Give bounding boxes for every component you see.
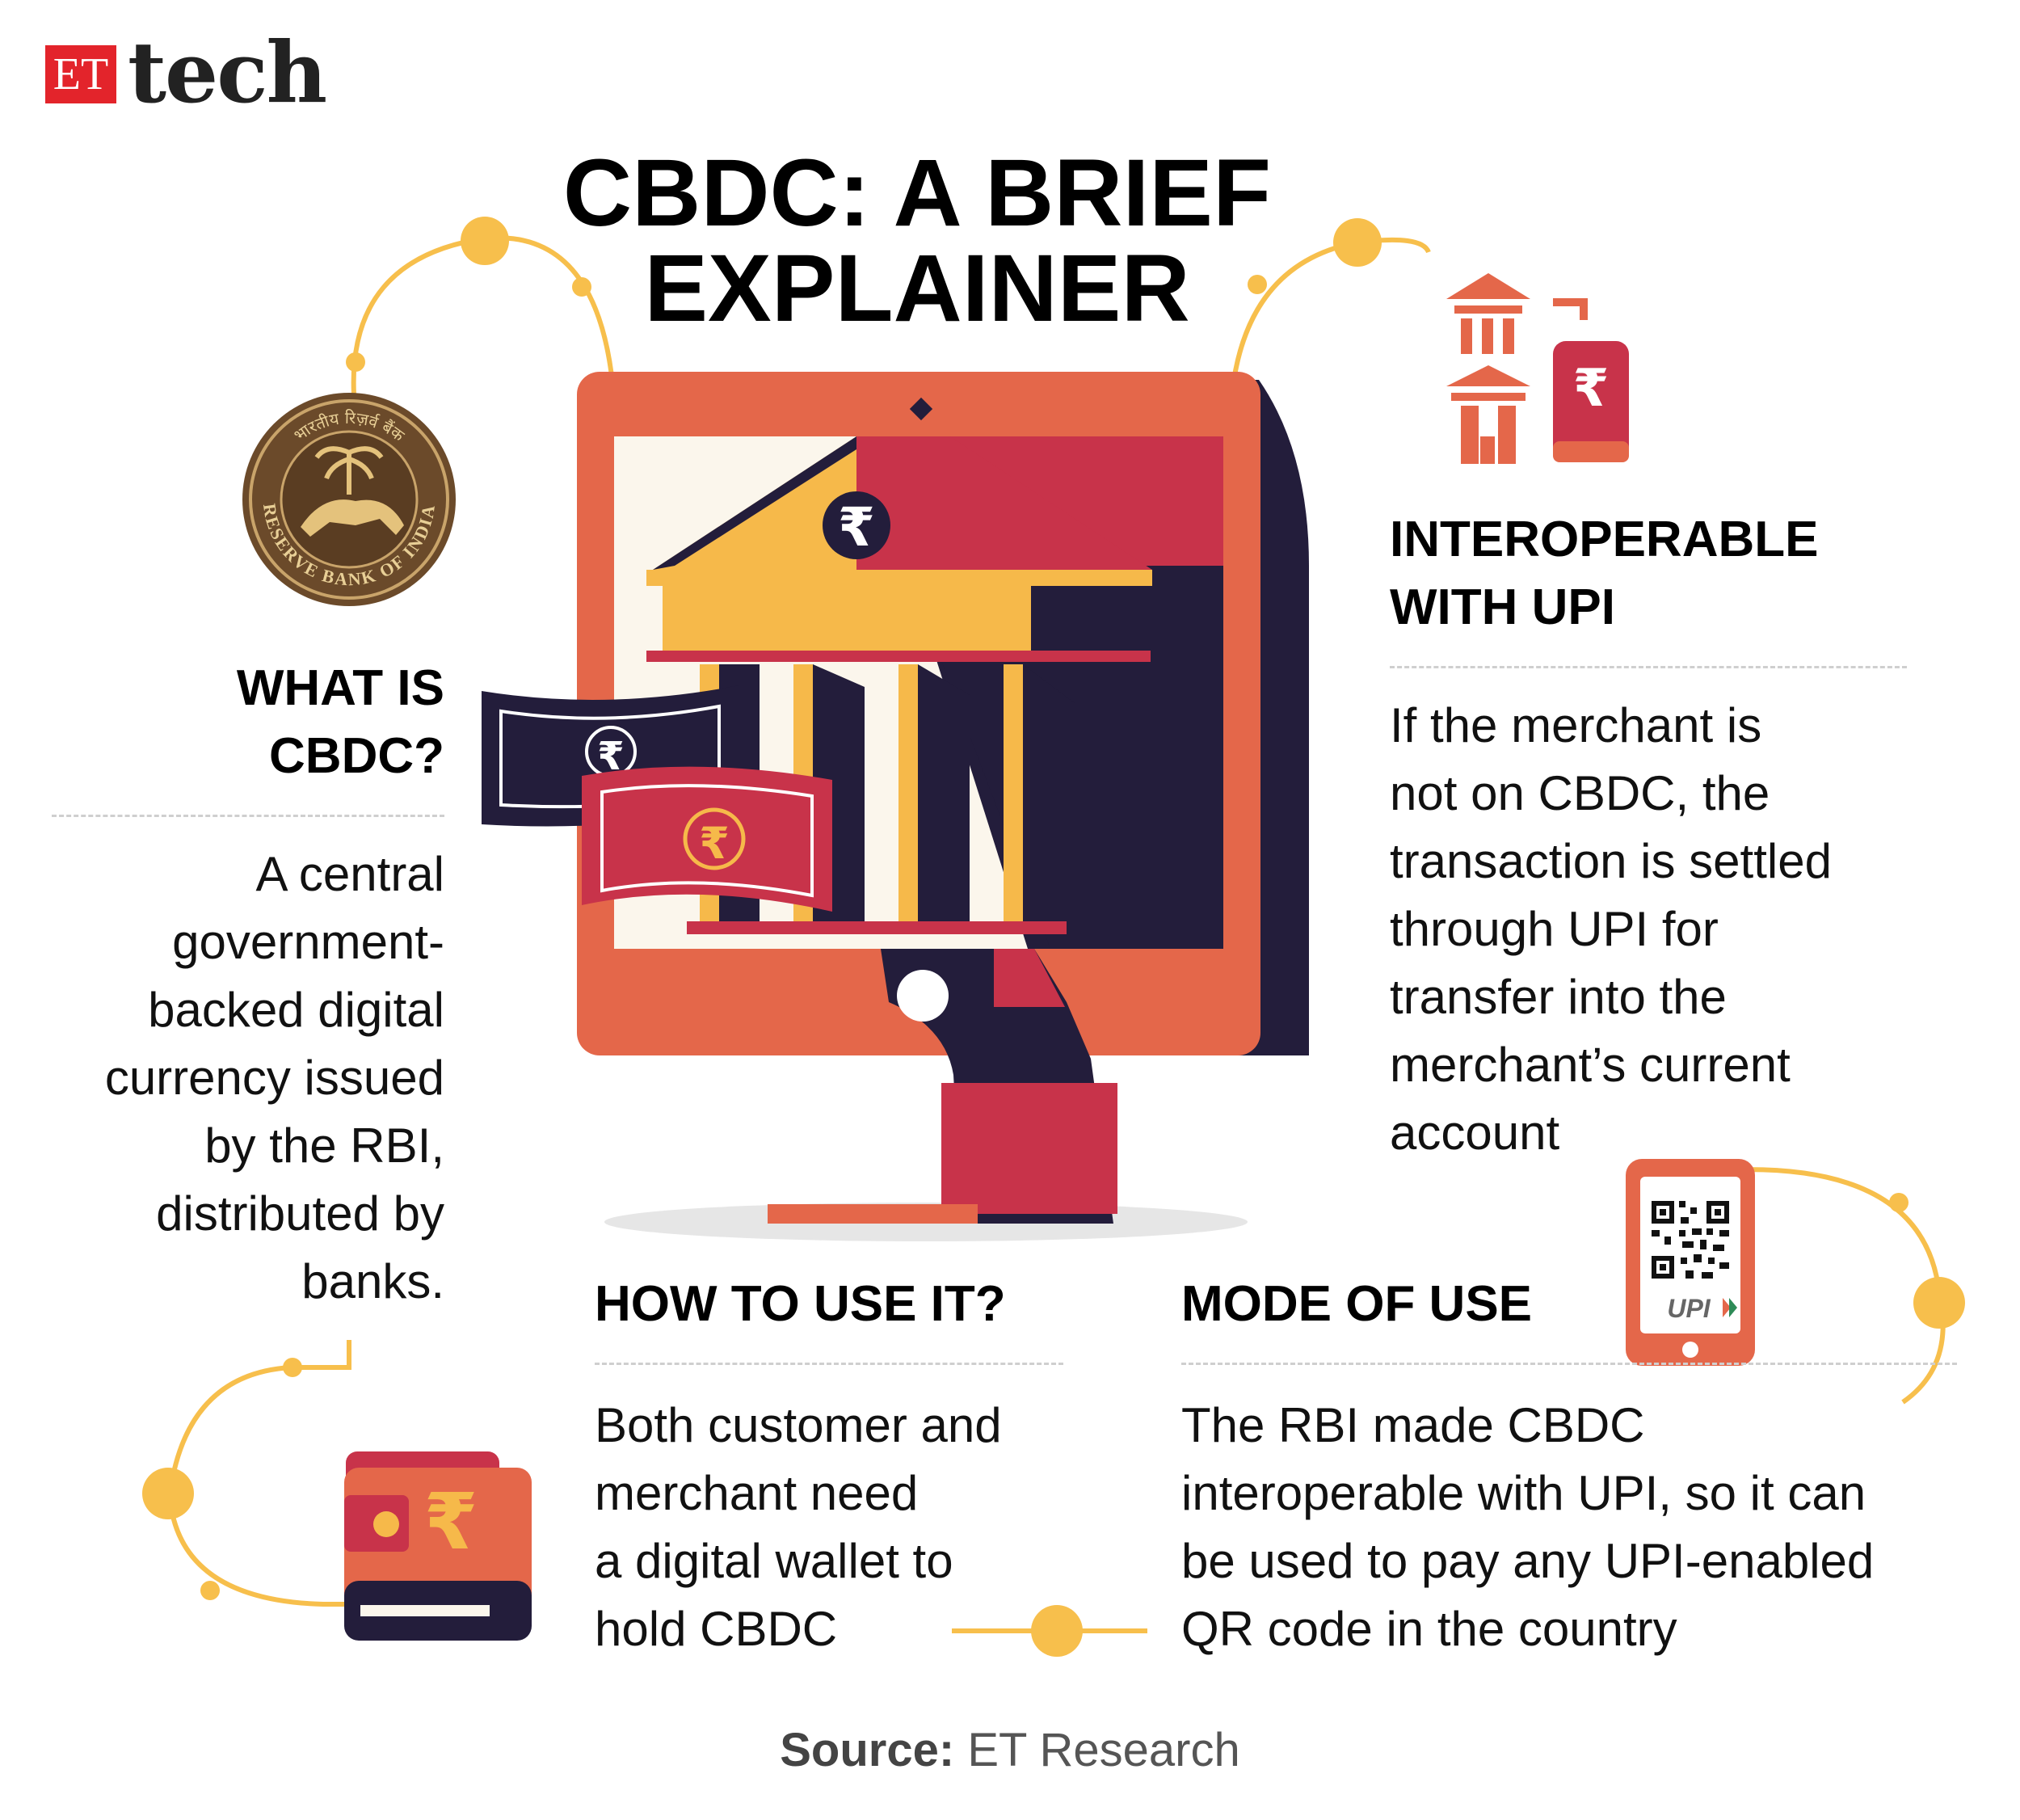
body-line: not on CBDC, the (1390, 766, 1770, 820)
connector-dots (142, 217, 1965, 1657)
what-is-cbdc-heading: WHAT IS CBDC? (145, 655, 444, 790)
dot-large (1913, 1277, 1965, 1329)
dot-small (572, 277, 591, 297)
body-line: interoperable with UPI, so it can (1181, 1466, 1866, 1520)
rupee-glyph: ₹ (1573, 359, 1610, 419)
dot-large (461, 217, 509, 265)
divider (1181, 1363, 1957, 1365)
mode-of-use-body: The RBI made CBDC interoperable with UPI… (1181, 1392, 2005, 1663)
source-label: Source: (780, 1724, 955, 1776)
body-line: transaction is settled (1390, 834, 1832, 888)
dot-small (1248, 275, 1267, 294)
banknotes-icon: ₹ ₹ (482, 685, 832, 912)
body-line: account (1390, 1106, 1560, 1160)
heading-line: INTEROPERABLE (1390, 512, 1819, 567)
body-line: merchant’s current (1390, 1038, 1791, 1092)
interoperable-body: If the merchant is not on CBDC, the tran… (1390, 692, 1955, 1167)
body-line: QR code in the country (1181, 1602, 1677, 1656)
divider (595, 1363, 1063, 1365)
source-value: ET Research (967, 1724, 1240, 1776)
divider (52, 815, 444, 817)
body-line: distributed by (156, 1186, 444, 1241)
body-line: backed digital (148, 983, 444, 1037)
heading-line: WITH UPI (1390, 579, 1615, 635)
rbi-seal-icon: भारतीय रिज़र्व बैंक RESERVE BANK OF INDI… (242, 393, 456, 606)
body-line: be used to pay any UPI-enabled (1181, 1534, 1875, 1588)
connector-right (1680, 1167, 1946, 1405)
title-line-1: CBDC: A BRIEF (562, 140, 1272, 246)
rupee-glyph: ₹ (699, 818, 730, 869)
dot-small (1889, 1193, 1908, 1212)
interoperable-heading: INTEROPERABLE WITH UPI (1390, 506, 1907, 642)
title-line-2: EXPLAINER (644, 235, 1190, 342)
body-line: transfer into the (1390, 970, 1727, 1024)
dot-small (200, 1581, 220, 1600)
body-line: Both customer and (595, 1398, 1002, 1452)
dot-large (1333, 218, 1382, 267)
heading-line: WHAT IS (236, 660, 444, 716)
dot-small (346, 352, 365, 372)
body-line: merchant need (595, 1466, 919, 1520)
page-title: CBDC: A BRIEF EXPLAINER (452, 145, 1382, 336)
et-logo-word: tech (128, 23, 327, 122)
upi-label: UPI (1667, 1294, 1711, 1323)
mode-of-use-heading: MODE OF USE (1181, 1276, 1533, 1332)
dot-small (283, 1358, 302, 1377)
qr-code-icon (1652, 1201, 1729, 1279)
connector-top-right (1227, 237, 1431, 441)
rupee-glyph: ₹ (424, 1477, 478, 1567)
body-line: a digital wallet to (595, 1534, 953, 1588)
source-credit: Source: ET Research (0, 1718, 2020, 1783)
dot-large (1031, 1605, 1083, 1657)
body-line: government- (172, 915, 444, 969)
bank-phone-icon: ₹ (1446, 273, 1629, 464)
rupee-glyph: ₹ (838, 496, 875, 558)
how-to-use-body: Both customer and merchant need a digita… (595, 1392, 1120, 1663)
heading-line: CBDC? (269, 728, 444, 784)
body-line: banks. (301, 1254, 444, 1308)
what-is-cbdc-body: A central government- backed digital cur… (48, 840, 444, 1316)
connector-left-bottom (166, 1340, 351, 1607)
how-to-use-heading: HOW TO USE IT? (595, 1276, 1006, 1332)
body-line: through UPI for (1390, 902, 1719, 956)
body-line: hold CBDC (595, 1602, 838, 1656)
body-line: The RBI made CBDC (1181, 1398, 1645, 1452)
body-line: If the merchant is (1390, 698, 1762, 752)
divider (1390, 666, 1907, 668)
body-line: A central (255, 847, 444, 901)
et-logo-badge: ET (45, 45, 116, 103)
wallet-icon: ₹ (344, 1451, 532, 1641)
dot-large (142, 1468, 194, 1519)
body-line: by the RBI, (204, 1119, 444, 1173)
body-line: currency issued (104, 1051, 444, 1105)
upi-phone-icon: UPI (1626, 1159, 1755, 1366)
